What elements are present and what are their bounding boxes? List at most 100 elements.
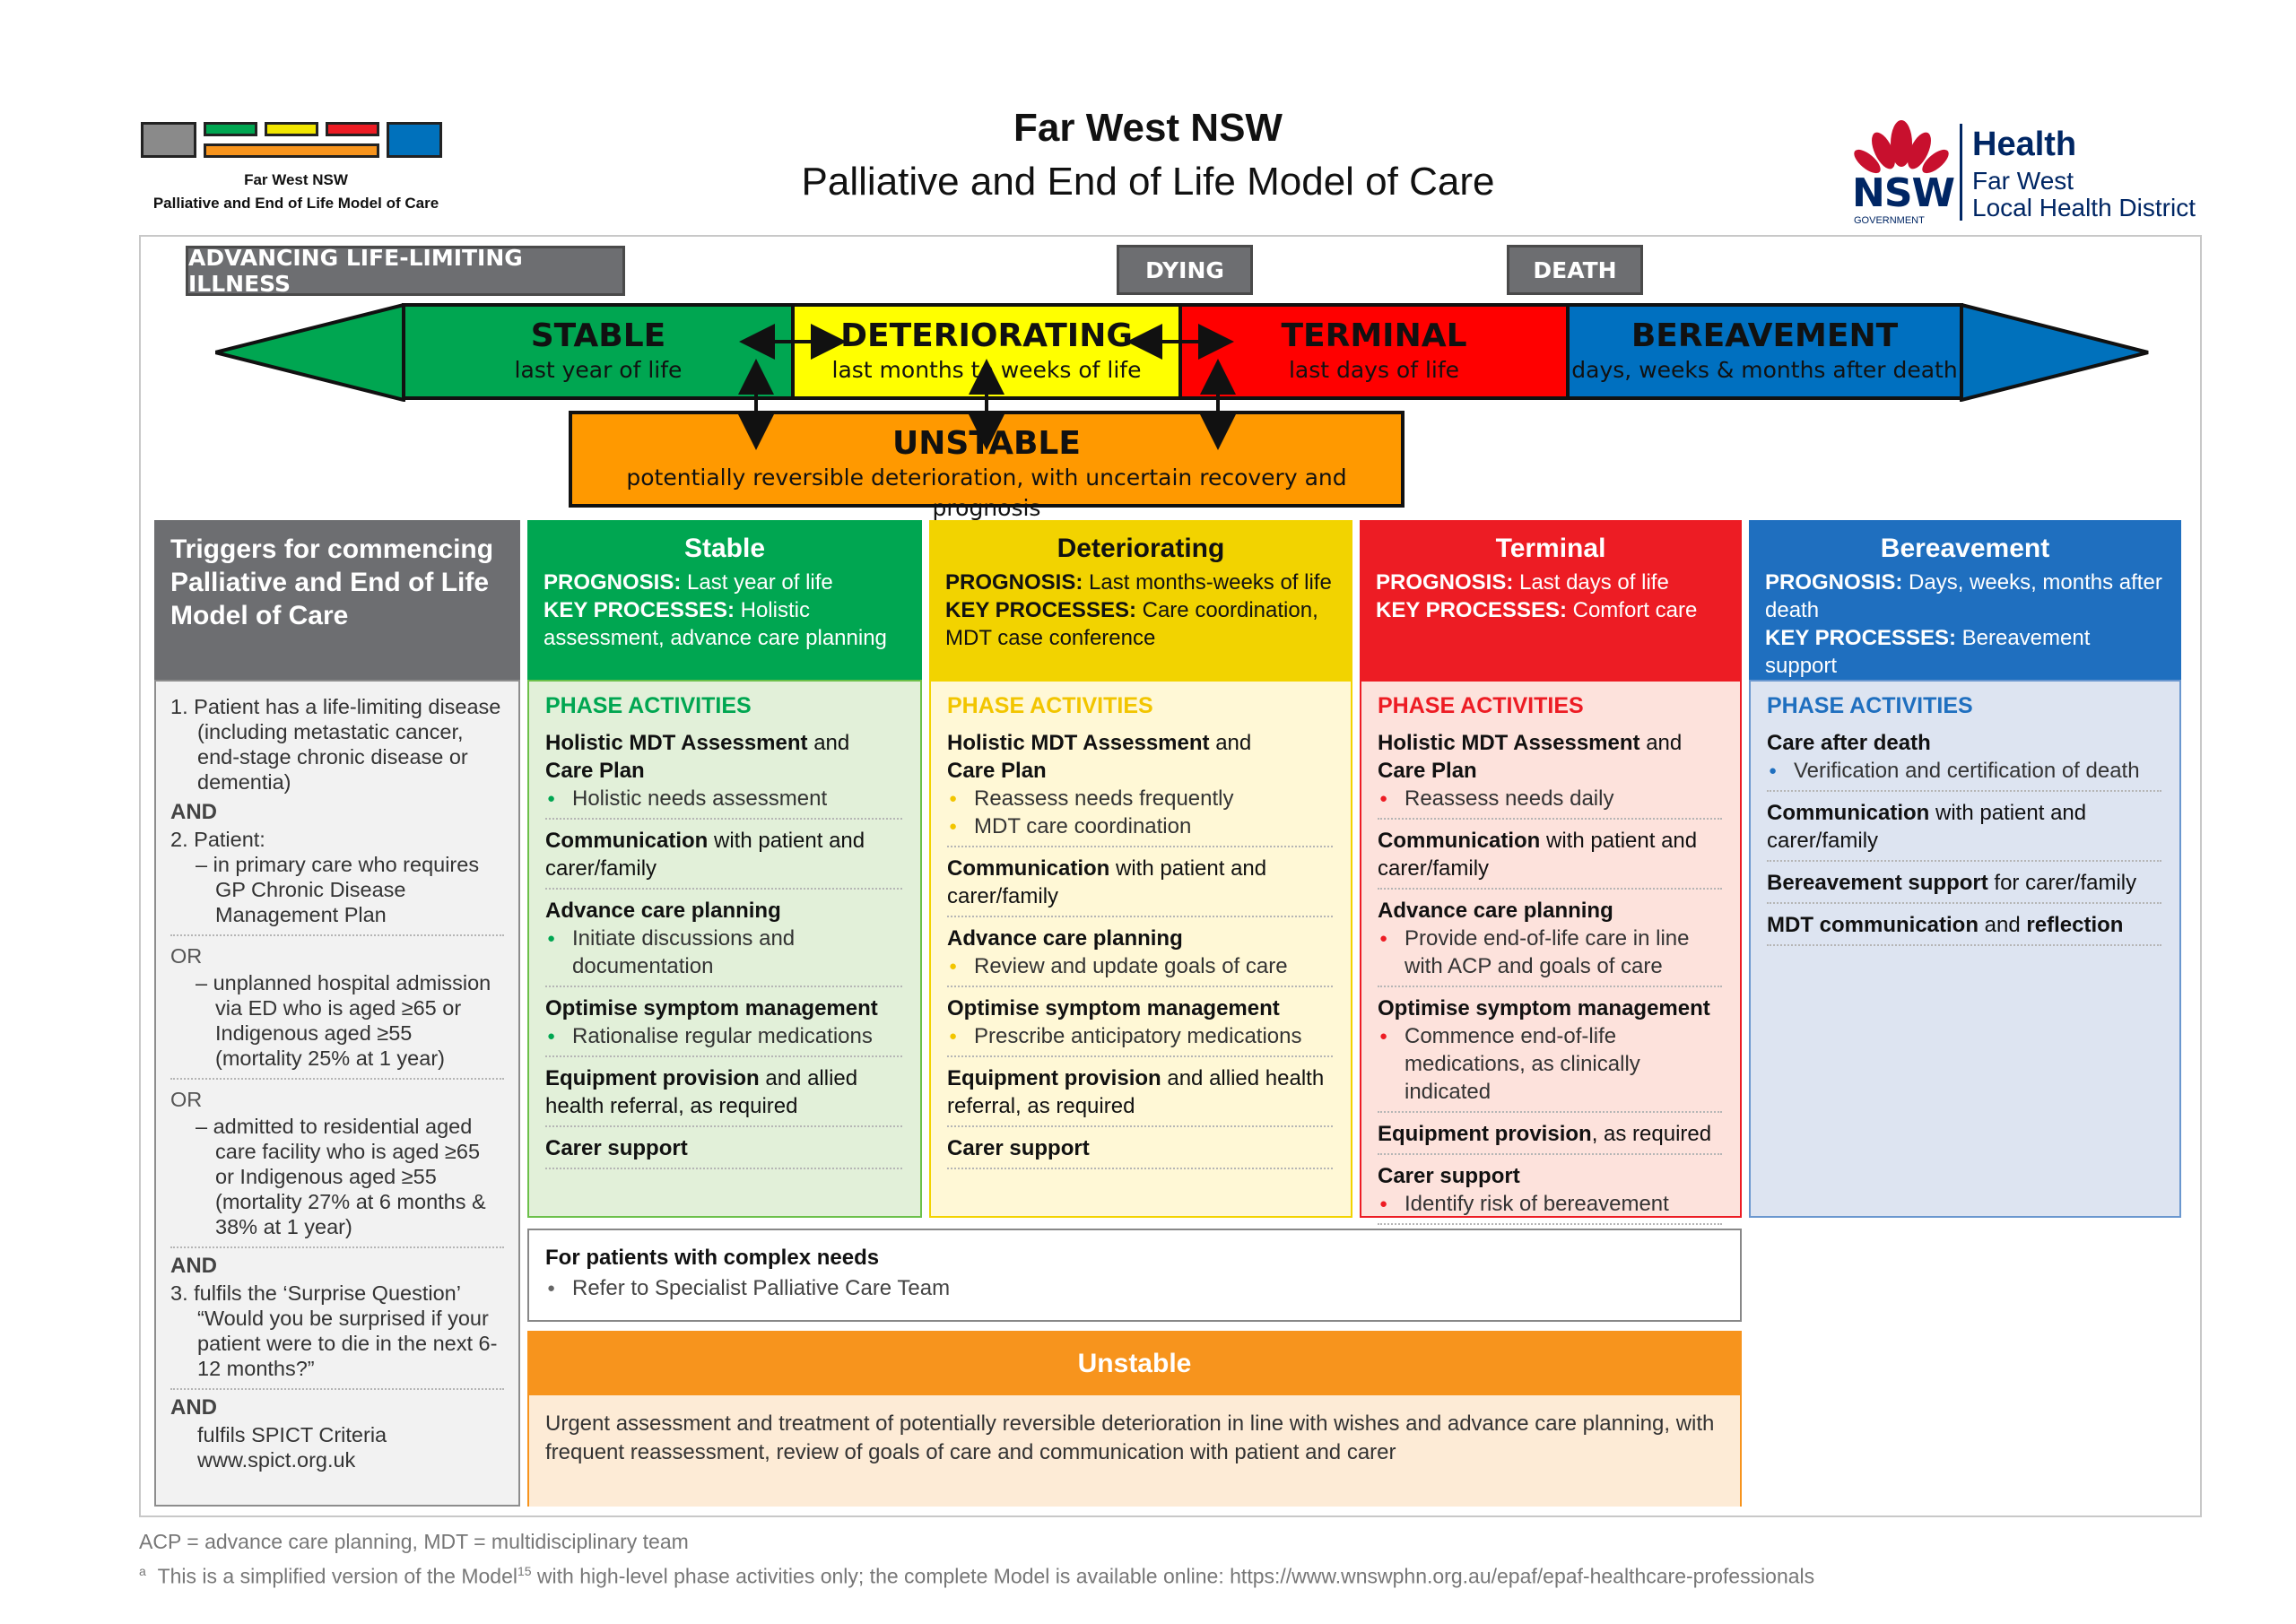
terminal-a3-bullet: Provide end-of-life care in line with AC…: [1378, 925, 1722, 980]
stable-activity-3: Advance care planning Initiate discussio…: [545, 897, 902, 987]
stable-a5-rest: and allied health referral, as required: [545, 1066, 858, 1118]
bereavement-kp: Bereavement support: [1765, 626, 2091, 678]
bereavement-a4-reflection: reflection: [2026, 913, 2124, 937]
stable-a2-rest: with patient and carer/family: [545, 829, 865, 881]
terminal-prog-label: PROGNOSIS:: [1376, 570, 1514, 595]
deteriorating-phase-activities: PHASE ACTIVITIES: [947, 693, 1153, 718]
footer-note-mark: a: [139, 1564, 146, 1578]
label-dying: DYING: [1117, 245, 1253, 295]
trigger-item-1: 1. Patient has a life-limiting disease (…: [170, 694, 504, 795]
footer-note-post: with high-level phase activities only; t…: [531, 1564, 1815, 1588]
nsw-health-logo: NSW GOVERNMENT Health Far West Local Hea…: [1843, 117, 2202, 226]
footer-note-sup: 15: [517, 1564, 532, 1578]
complex-needs-title: For patients with complex needs: [545, 1246, 880, 1270]
trigger-sub-2: – unplanned hospital admission via ED wh…: [170, 970, 504, 1080]
terminal-a1-bullet: Reassess needs daily: [1378, 785, 1722, 812]
right-arrow-tip: [1960, 303, 2149, 402]
deteriorating-prog: Last months-weeks of life: [1089, 570, 1332, 595]
terminal-a6-bullet: Identify risk of bereavement: [1378, 1190, 1722, 1218]
stable-a1-bold: Holistic MDT Assessment: [545, 731, 808, 755]
stable-activity-6: Carer support: [545, 1134, 902, 1169]
bereavement-activity-2: Communication with patient and carer/fam…: [1767, 799, 2161, 862]
deteriorating-a1-bullet: Reassess needs frequently: [947, 785, 1333, 812]
stable-prog-label: PROGNOSIS:: [544, 570, 682, 595]
deteriorating-kp: Care coordination, MDT case conference: [945, 598, 1318, 650]
terminal-column: Terminal PROGNOSIS: Last days of life KE…: [1360, 520, 1742, 1225]
trigger-and-1: AND: [170, 800, 217, 824]
phase-stable: STABLE last year of life: [402, 303, 795, 400]
bereavement-a2-bold: Communication: [1767, 801, 1930, 825]
trigger-or-2: OR: [170, 1088, 203, 1111]
stable-kp: Holistic assessment, advance care planni…: [544, 598, 887, 650]
footer-note: a This is a simplified version of the Mo…: [139, 1564, 1814, 1589]
diagram-frame: [139, 235, 2202, 1517]
logo-line2: Palliative and End of Life Model of Care: [152, 195, 439, 212]
phase-unstable-sub: potentially reversible deterioration, wi…: [626, 465, 1347, 521]
logo-orange-block: [204, 143, 379, 158]
stable-activity-2: Communication with patient and carer/fam…: [545, 827, 902, 890]
triggers-header: Triggers for commencing Palliative and E…: [154, 520, 520, 680]
phase-stable-name: STABLE: [530, 317, 666, 354]
trigger-num-1: 1.: [170, 695, 188, 718]
trigger-item-2: 2. Patient:: [170, 827, 504, 852]
deteriorating-a5-rest: and allied health referral, as required: [947, 1066, 1325, 1118]
bereavement-a4-rest: and: [1979, 913, 2027, 937]
bereavement-activity-4: MDT communication and reflection: [1767, 911, 2161, 946]
deteriorating-activity-2: Communication with patient and carer/fam…: [947, 855, 1333, 917]
logo-green-block: [204, 122, 257, 136]
stable-kp-label: KEY PROCESSES:: [544, 598, 735, 622]
stable-a1-bullet: Holistic needs assessment: [545, 785, 902, 812]
phase-terminal: TERMINAL last days of life: [1178, 303, 1570, 400]
trigger-quote: “Would you be surprised if your patient …: [170, 1306, 504, 1390]
bereavement-kp-label: KEY PROCESSES:: [1765, 626, 1956, 650]
deteriorating-body: PHASE ACTIVITIES Holistic MDT Assessment…: [929, 680, 1352, 1218]
terminal-header: Terminal PROGNOSIS: Last days of life KE…: [1360, 520, 1742, 680]
terminal-a4-bold: Optimise symptom management: [1378, 996, 1710, 1020]
stable-header: Stable PROGNOSIS: Last year of life KEY …: [527, 520, 922, 680]
bereavement-a3-rest: for carer/family: [1987, 871, 2137, 895]
bereavement-activity-3: Bereavement support for carer/family: [1767, 869, 2161, 904]
label-death: DEATH: [1507, 245, 1643, 295]
deteriorating-a1-careplan: Care Plan: [947, 759, 1047, 783]
terminal-activity-5: Equipment provision, as required: [1378, 1120, 1722, 1155]
stable-activity-5: Equipment provision and allied health re…: [545, 1064, 902, 1127]
bereavement-a2-rest: with patient and carer/family: [1767, 801, 2087, 853]
stable-phase-activities: PHASE ACTIVITIES: [545, 693, 752, 718]
trigger-item-2-text: Patient:: [194, 828, 265, 851]
deteriorating-a6-bold: Carer support: [947, 1136, 1090, 1160]
deteriorating-title: Deteriorating: [1057, 534, 1225, 563]
complex-needs-item: Refer to Specialist Palliative Care Team: [545, 1273, 1724, 1304]
page-title: Far West NSW: [1013, 106, 1283, 150]
unstable-box: Unstable Urgent assessment and treatment…: [527, 1331, 1742, 1507]
footer-note-pre: This is a simplified version of the Mode…: [157, 1564, 517, 1588]
trigger-item-3-text: fulfils the ‘Surprise Question’: [194, 1281, 461, 1305]
trigger-and-2: AND: [170, 1254, 217, 1278]
stable-a3-bullet: Initiate discussions and documentation: [545, 925, 902, 980]
model-logo: Far West NSW Palliative and End of Life …: [139, 118, 453, 217]
stable-a4-bullet: Rationalise regular medications: [545, 1022, 902, 1050]
far-west-text: Far West: [1972, 167, 2074, 195]
stable-a1-careplan: Care Plan: [545, 759, 645, 783]
footer-abbreviations: ACP = advance care planning, MDT = multi…: [139, 1530, 689, 1553]
bereavement-header: Bereavement PROGNOSIS: Days, weeks, mont…: [1749, 520, 2181, 680]
deteriorating-activity-3: Advance care planning Review and update …: [947, 925, 1333, 987]
stable-title: Stable: [683, 534, 766, 563]
terminal-activity-1: Holistic MDT Assessment and Care Plan Re…: [1378, 729, 1722, 820]
stable-a1-rest: and: [807, 731, 850, 755]
deteriorating-a3-bold: Advance care planning: [947, 926, 1183, 951]
deteriorating-activity-1: Holistic MDT Assessment and Care Plan Re…: [947, 729, 1333, 847]
trigger-sub-1: – in primary care who requires GP Chroni…: [170, 852, 504, 936]
deteriorating-a1-bold: Holistic MDT Assessment: [947, 731, 1210, 755]
terminal-activity-6: Carer support Identify risk of bereaveme…: [1378, 1162, 1722, 1225]
phase-terminal-sub: last days of life: [1288, 357, 1460, 383]
bereavement-activity-1: Care after death Verification and certif…: [1767, 729, 2161, 792]
trigger-spict-url: www.spict.org.uk: [197, 1448, 356, 1472]
deteriorating-a1-bullet-2: MDT care coordination: [947, 812, 1333, 840]
deteriorating-activity-5: Equipment provision and allied health re…: [947, 1064, 1333, 1127]
logo-grey-block: [141, 122, 196, 158]
bereavement-a3-bold: Bereavement support: [1767, 871, 1988, 895]
terminal-activity-3: Advance care planning Provide end-of-lif…: [1378, 897, 1722, 987]
terminal-a2-bold: Communication: [1378, 829, 1541, 853]
stable-a5-bold: Equipment provision: [545, 1066, 760, 1090]
waratah-icon: [1854, 120, 1949, 174]
